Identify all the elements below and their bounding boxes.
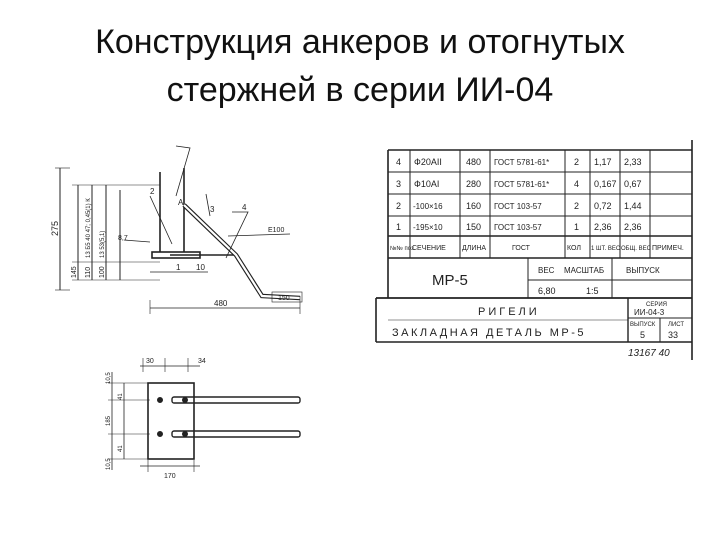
- cell-name: -195×10: [413, 223, 443, 232]
- cell-total: 0,67: [624, 179, 642, 189]
- header-total: ОБЩ. ВЕС: [621, 246, 652, 252]
- cell-pos: 4: [396, 157, 401, 167]
- cell-qty: 2: [574, 157, 579, 167]
- issue-value: 5: [640, 330, 645, 340]
- header-length: ДЛИНА: [462, 245, 486, 252]
- part-name-line2: ЗАКЛАДНАЯ ДЕТАЛЬ МР-5: [392, 327, 586, 339]
- leader-label-4: 4: [242, 203, 247, 212]
- cell-qty: 1: [574, 222, 579, 232]
- cell-gost: ГОСТ 5781-61*: [494, 180, 549, 189]
- sheet-label: ЛИСТ: [668, 322, 684, 328]
- series-label: СЕРИЯ: [646, 302, 667, 308]
- cell-name: -100×16: [413, 202, 443, 211]
- issue-label-title: ВЫПУСК: [630, 322, 656, 328]
- spec-table: [375, 140, 693, 360]
- header-gost: ГОСТ: [512, 245, 531, 252]
- dim-side-label: 110: [85, 267, 92, 278]
- dim-top-30: 30: [146, 358, 154, 365]
- cell-pos: 2: [396, 201, 401, 211]
- slide-title-line1: Конструкция анкеров и отогнутых: [95, 23, 625, 61]
- issue-label: ВЫПУСК: [626, 266, 660, 275]
- dim-vertical-note: 13 53(5,1): [100, 231, 106, 258]
- header-name: СЕЧЕНИЕ: [412, 245, 446, 252]
- dim-width: 480: [214, 299, 228, 308]
- series-value: ИИ-04-3: [634, 308, 665, 317]
- scale-value: 1:5: [586, 286, 599, 296]
- dim-total-height: 275: [50, 221, 60, 236]
- cell-total: 2,36: [624, 222, 642, 232]
- dim-vertical-note: 13 Б5 40 47; 0,45(1) К: [86, 198, 92, 258]
- weight-label: ВЕС: [538, 266, 555, 275]
- part-name-line1: РИГЕЛИ: [478, 306, 540, 318]
- sheet-value: 33: [668, 330, 678, 340]
- cell-total: 2,33: [624, 157, 642, 167]
- mark-code: МР-5: [432, 272, 468, 289]
- dim-left: 41: [118, 393, 124, 400]
- dim-side-label: 145: [71, 266, 78, 278]
- slide-title-line2: стержней в серии ИИ-04: [166, 71, 554, 109]
- doc-number: 13167 40: [628, 348, 670, 359]
- anchor-side-view: [55, 145, 303, 314]
- dim-left: 10,5: [106, 372, 112, 384]
- dim-bottom-170: 170: [164, 473, 176, 480]
- header-pos: №№ поз.: [390, 245, 416, 252]
- cell-length: 160: [466, 201, 481, 211]
- weight-value: 6,80: [538, 286, 556, 296]
- cell-weight: 0,72: [594, 201, 612, 211]
- leader-label-87: 8,7: [118, 235, 128, 242]
- cell-gost: ГОСТ 103-57: [494, 202, 542, 211]
- leader-label-a: A: [178, 198, 184, 207]
- cell-pos: 1: [396, 222, 401, 232]
- header-qty: КОЛ: [567, 245, 581, 252]
- header-weight: 1 ШТ. ВЕС: [591, 246, 621, 252]
- cell-qty: 4: [574, 179, 579, 189]
- cell-weight: 1,17: [594, 157, 612, 167]
- leader-label-1: 1: [176, 263, 181, 272]
- cell-length: 150: [466, 222, 481, 232]
- cell-length: 480: [466, 157, 481, 167]
- end-mark: Е100: [268, 227, 284, 234]
- dim-left: 185: [106, 415, 112, 426]
- scale-label: МАСШТАБ: [564, 266, 604, 275]
- dim-left: 10,5: [106, 458, 112, 470]
- cell-weight: 2,36: [594, 222, 612, 232]
- cell-qty: 2: [574, 201, 579, 211]
- slide-title: Конструкция анкеров и отогнутых стержней…: [20, 18, 700, 114]
- cell-total: 1,44: [624, 201, 642, 211]
- dim-top-34: 34: [198, 358, 206, 365]
- leader-label-3: 3: [210, 205, 215, 214]
- cell-name: Ф10АI: [414, 179, 439, 189]
- cell-pos: 3: [396, 179, 401, 189]
- dim-side-label: 100: [99, 266, 106, 278]
- cell-name: Ф20АII: [414, 157, 442, 167]
- bottom-mark: 150: [278, 295, 290, 302]
- header-note: ПРИМЕЧ.: [652, 245, 684, 252]
- cell-weight: 0,167: [594, 179, 617, 189]
- anchor-plan-view: [108, 358, 301, 472]
- cell-length: 280: [466, 179, 481, 189]
- leader-label-10: 10: [196, 263, 205, 272]
- cell-gost: ГОСТ 5781-61*: [494, 158, 549, 167]
- leader-label-2: 2: [150, 187, 155, 196]
- cell-gost: ГОСТ 103-57: [494, 223, 542, 232]
- dim-left: 41: [118, 445, 124, 452]
